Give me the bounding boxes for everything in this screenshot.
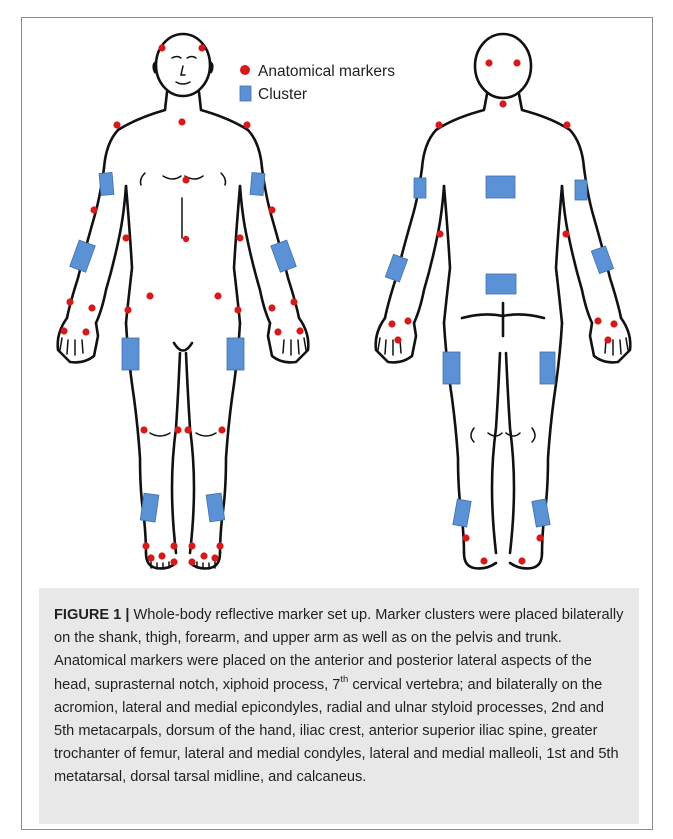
marker	[462, 534, 469, 541]
figure-label: FIGURE 1 |	[54, 607, 129, 623]
marker	[296, 327, 303, 334]
marker	[113, 121, 120, 128]
marker	[394, 336, 401, 343]
marker	[562, 230, 569, 237]
cluster-right-thigh	[540, 352, 555, 384]
cluster-left-thigh	[443, 352, 460, 384]
cluster-right-shank	[532, 499, 550, 527]
marker-setup-illustration: Anatomical markers Cluster	[22, 18, 652, 578]
marker	[146, 292, 153, 299]
figure-panel: Anatomical markers Cluster FIGURE 1 | Wh…	[21, 17, 653, 830]
marker	[388, 320, 395, 327]
marker	[158, 44, 165, 51]
caption-superscript: th	[340, 674, 348, 685]
marker	[499, 100, 506, 107]
cluster-right-upper-arm	[575, 180, 587, 200]
cluster-left-upper-arm	[414, 178, 426, 198]
marker	[268, 206, 275, 213]
marker	[435, 121, 442, 128]
anterior-clusters	[70, 172, 297, 522]
marker	[216, 542, 223, 549]
marker	[604, 336, 611, 343]
marker	[142, 542, 149, 549]
anterior-body-outline	[58, 34, 309, 568]
anterior-body-details	[60, 57, 306, 570]
cluster-left-forearm	[70, 240, 96, 272]
marker	[60, 327, 67, 334]
marker	[234, 306, 241, 313]
cluster-right-upper-arm	[250, 173, 265, 196]
legend-marker-label: Anatomical markers	[258, 63, 395, 80]
posterior-clusters	[385, 176, 613, 527]
marker	[214, 292, 221, 299]
marker	[182, 176, 189, 183]
cluster-left-upper-arm	[99, 172, 114, 195]
marker	[158, 552, 165, 559]
legend: Anatomical markers Cluster	[240, 63, 395, 103]
marker	[274, 328, 281, 335]
anterior-markers	[60, 44, 303, 565]
marker	[198, 44, 205, 51]
marker	[170, 542, 177, 549]
posterior-body-details	[378, 338, 628, 442]
cluster-right-thigh	[227, 338, 244, 370]
marker	[218, 426, 225, 433]
marker	[563, 121, 570, 128]
marker	[594, 317, 601, 324]
cluster-trunk	[486, 176, 515, 198]
marker	[243, 121, 250, 128]
cluster-left-thigh	[122, 338, 139, 370]
marker	[170, 558, 177, 565]
legend-cluster-swatch	[240, 86, 251, 101]
marker	[122, 234, 129, 241]
marker	[66, 298, 73, 305]
caption-box: FIGURE 1 | Whole-body reflective marker …	[39, 588, 639, 824]
marker	[211, 554, 218, 561]
marker	[188, 542, 195, 549]
cluster-pelvis	[486, 274, 516, 294]
marker	[90, 206, 97, 213]
marker	[236, 234, 243, 241]
marker	[518, 557, 525, 564]
legend-cluster-label: Cluster	[258, 86, 307, 103]
marker	[188, 558, 195, 565]
marker	[485, 59, 492, 66]
marker	[404, 317, 411, 324]
marker	[184, 426, 191, 433]
marker	[290, 298, 297, 305]
marker	[183, 236, 189, 242]
cluster-right-shank	[206, 493, 225, 522]
marker	[200, 552, 207, 559]
marker	[174, 426, 181, 433]
cluster-left-shank	[453, 499, 471, 527]
marker	[513, 59, 520, 66]
marker	[140, 426, 147, 433]
marker	[536, 534, 543, 541]
marker	[82, 328, 89, 335]
legend-marker-swatch	[240, 65, 250, 75]
cluster-right-forearm	[591, 246, 613, 274]
posterior-body-outline	[376, 34, 631, 568]
marker	[124, 306, 131, 313]
marker	[610, 320, 617, 327]
cluster-right-forearm	[271, 240, 297, 272]
marker	[178, 118, 185, 125]
marker	[88, 304, 95, 311]
marker	[480, 557, 487, 564]
cluster-left-forearm	[385, 254, 407, 282]
marker	[436, 230, 443, 237]
figure-caption: FIGURE 1 | Whole-body reflective marker …	[54, 604, 625, 790]
marker	[147, 554, 154, 561]
cluster-left-shank	[140, 493, 159, 522]
marker	[268, 304, 275, 311]
